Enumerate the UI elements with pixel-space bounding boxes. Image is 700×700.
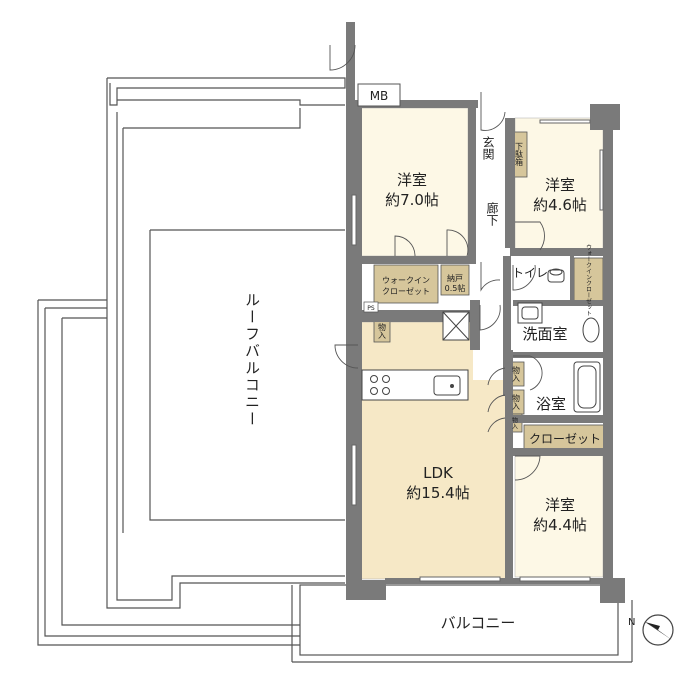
storage-room-name: 納戸 bbox=[447, 273, 463, 283]
room-2-area: 約4.6帖 bbox=[533, 196, 587, 214]
entrance-label: 玄関 bbox=[481, 135, 495, 160]
washroom-label: 洗面室 bbox=[522, 325, 567, 343]
meter-box bbox=[357, 83, 401, 107]
meter-box-label: MB bbox=[370, 89, 389, 103]
bathroom-label: 浴室 bbox=[536, 395, 566, 413]
room-3-area: 約4.4帖 bbox=[533, 516, 587, 534]
windows bbox=[351, 119, 604, 582]
room-3-name: 洋室 bbox=[545, 496, 575, 514]
balcony-label: バルコニー bbox=[441, 614, 516, 632]
corridor-label: 廊下 bbox=[485, 201, 499, 226]
room-1-area: 約7.0帖 bbox=[385, 191, 439, 209]
balcony bbox=[291, 584, 633, 663]
storage-label-1: 物入 bbox=[512, 365, 521, 382]
kitchen-counter bbox=[361, 311, 470, 401]
storage-room bbox=[440, 264, 470, 296]
ldk-name: LDK bbox=[423, 464, 454, 482]
walk-in-closet-line1: ウォークイン bbox=[382, 276, 430, 285]
storage-label-4: 物入 bbox=[378, 322, 387, 339]
bathroom-fixtures bbox=[517, 268, 601, 413]
compass-north-label: N bbox=[628, 617, 635, 628]
walk-in-closet-line2: クローゼット bbox=[382, 286, 430, 296]
ps-label: PS bbox=[367, 305, 375, 312]
shoe-box-label: 下駄箱 bbox=[515, 142, 524, 167]
roof-balcony-label: ルーフバルコニー bbox=[243, 292, 261, 428]
storage-label-3: 物入 bbox=[511, 416, 518, 429]
compass-icon: N bbox=[628, 614, 674, 646]
storage-label-2: 物入 bbox=[512, 393, 521, 410]
walk-in-closet-small-label: ウォークインクローゼット bbox=[585, 244, 592, 316]
roof-balcony bbox=[37, 77, 346, 646]
room-1-name: 洋室 bbox=[397, 171, 427, 189]
toilet-label: トイレ bbox=[512, 266, 548, 280]
room-2-name: 洋室 bbox=[545, 176, 575, 194]
closet-label: クローゼット bbox=[529, 432, 601, 446]
storage-room-area: 0.5帖 bbox=[445, 283, 466, 293]
doors bbox=[329, 44, 545, 481]
walk-in-closet-small bbox=[573, 257, 604, 302]
walk-in-closet bbox=[373, 264, 439, 304]
ldk-area: 約15.4帖 bbox=[406, 484, 469, 502]
